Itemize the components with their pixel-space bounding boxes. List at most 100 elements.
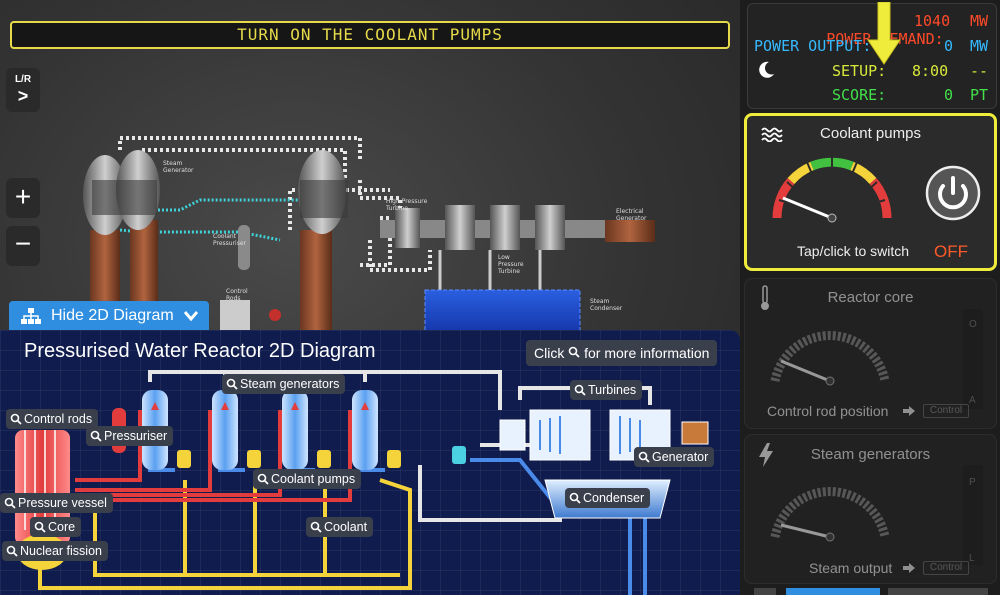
tag-label: Condenser: [583, 491, 645, 505]
steam-output-label: Steam output: [809, 560, 893, 576]
control-panel: POWER DEMAND: 1040 MW POWER OUTPUT: 0 MW…: [740, 0, 1000, 595]
score-label: SCORE:: [832, 86, 887, 104]
magnifier-icon: [4, 497, 16, 509]
tag-turbines[interactable]: Turbines: [570, 380, 643, 400]
arrow-right-icon: [903, 563, 915, 573]
chevron-right-icon: >: [17, 86, 29, 106]
coolant-pumps-card[interactable]: Coolant pumps Tap/click to switch: [744, 113, 997, 271]
power-button-icon[interactable]: [924, 164, 982, 222]
magnifier-icon: [310, 521, 322, 533]
sitemap-icon: [21, 308, 41, 324]
lr-label: L/R: [14, 74, 32, 85]
power-output-label: POWER OUTPUT:: [754, 37, 872, 55]
reactor-core-title: Reactor core: [827, 289, 914, 306]
water-waves-icon: [761, 127, 783, 142]
track-top-label: P: [969, 477, 976, 488]
coolant-pumps-hint: Tap/click to switch: [797, 243, 910, 259]
scene-label-steam-generator: Steam Generator: [163, 160, 194, 174]
instruction-banner: TURN ON THE COOLANT PUMPS: [10, 21, 730, 49]
tag-pressure-vessel[interactable]: Pressure vessel: [0, 493, 113, 513]
steam-output-control-button[interactable]: Control: [923, 561, 969, 575]
track-top-label: O: [969, 319, 977, 330]
chevron-down-icon: [183, 311, 199, 322]
power-output-unit: MW: [970, 37, 989, 55]
steam-generators-title: Steam generators: [810, 446, 931, 463]
power-output-value: 0: [944, 37, 954, 55]
control-rod-slider-track[interactable]: [963, 309, 983, 409]
moon-icon: [759, 61, 774, 78]
control-rod-position-label: Control rod position: [767, 403, 889, 419]
magnifier-icon: [257, 473, 269, 485]
tag-label: Steam generators: [240, 377, 340, 391]
hide-2d-diagram-button[interactable]: Hide 2D Diagram: [9, 301, 209, 331]
setup-unit: --: [970, 62, 989, 80]
coolant-pumps-title: Coolant pumps: [820, 125, 921, 142]
scene-label-generator: Electrical Generator: [616, 208, 647, 222]
tag-condenser[interactable]: Condenser: [565, 488, 651, 508]
diagram-schematic: [15, 370, 709, 595]
power-demand-unit: MW: [970, 12, 989, 30]
steam-generators-card[interactable]: Steam generators P L Steam output Contro…: [744, 434, 997, 584]
tag-label: Coolant pumps: [271, 472, 356, 486]
lightning-icon: [759, 443, 773, 467]
hide-2d-diagram-label: Hide 2D Diagram: [51, 307, 174, 324]
scene-label-coolant-pressuriser: Coolant Pressuriser: [213, 233, 247, 247]
tag-label: Coolant: [324, 520, 368, 534]
scene-label-lp-turbine: Low Pressure Turbine: [498, 254, 524, 275]
tag-label: Control rods: [24, 412, 93, 426]
score-unit: PT: [970, 86, 989, 104]
click-info-hint: Click for more information: [526, 340, 718, 366]
zoom-in-button[interactable]: +: [6, 178, 40, 218]
status-display: POWER DEMAND: 1040 MW POWER OUTPUT: 0 MW…: [747, 2, 997, 109]
tag-coolant-pumps[interactable]: Coolant pumps: [253, 469, 362, 489]
arrow-right-icon: [903, 406, 915, 416]
tag-nuclear-fission[interactable]: Nuclear fission: [2, 541, 108, 561]
steam-gauge: [770, 487, 890, 542]
pwr-2d-diagram: Pressurised Water Reactor 2D Diagram Cli…: [0, 330, 740, 595]
magnifier-icon: [90, 430, 102, 442]
setup-label: SETUP:: [832, 62, 887, 80]
scene-label-hp-turbine: High Pressure Turbine: [386, 198, 428, 212]
reactor-core-card[interactable]: Reactor core O A Control rod position Co…: [744, 278, 997, 429]
magnifier-icon: [574, 384, 586, 396]
coolant-gauge: [772, 156, 892, 223]
tag-coolant[interactable]: Coolant: [306, 517, 374, 537]
steam-output-slider-track[interactable]: [963, 465, 983, 565]
tag-label: Pressuriser: [104, 429, 168, 443]
control-rod-control-button[interactable]: Control: [923, 404, 969, 418]
power-demand-row: POWER DEMAND:: [754, 12, 944, 66]
scene-label-control-rods: Control Rods: [226, 288, 248, 302]
click-pre: Click: [534, 345, 565, 361]
tag-label: Generator: [652, 450, 709, 464]
track-bottom-label: A: [969, 395, 976, 406]
tag-label: Nuclear fission: [20, 544, 102, 558]
reactor-core-gauge: [770, 331, 890, 386]
tag-control-rods[interactable]: Control rods: [6, 409, 99, 429]
zoom-out-button[interactable]: −: [6, 226, 40, 266]
thermometer-icon: [761, 285, 769, 310]
power-demand-label: POWER DEMAND:: [826, 30, 944, 48]
tag-label: Core: [48, 520, 76, 534]
bottom-tabs-strip[interactable]: [740, 588, 1000, 595]
power-demand-value: 1040: [914, 12, 951, 30]
tag-pressuriser[interactable]: Pressuriser: [86, 426, 174, 446]
scene-label-condenser: Steam Condenser: [590, 298, 623, 312]
click-post: for more information: [584, 345, 710, 361]
tag-label: Turbines: [588, 383, 637, 397]
track-bottom-label: L: [969, 553, 975, 564]
coolant-pumps-state: OFF: [934, 242, 968, 261]
magnifier-icon: [10, 413, 22, 425]
setup-value: 8:00: [912, 62, 949, 80]
tag-label: Pressure vessel: [18, 496, 107, 510]
tag-steam-generators[interactable]: Steam generators: [222, 374, 346, 394]
score-value: 0: [944, 86, 954, 104]
diagram-title: Pressurised Water Reactor 2D Diagram: [24, 340, 376, 362]
magnifier-icon: [568, 346, 580, 358]
tag-generator[interactable]: Generator: [634, 447, 715, 467]
left-right-toggle-button[interactable]: L/R >: [6, 68, 40, 112]
magnifier-icon: [569, 492, 581, 504]
arrow-down-icon: [867, 2, 901, 65]
magnifier-icon: [226, 378, 238, 390]
tag-core[interactable]: Core: [30, 517, 82, 537]
plant-3d-view[interactable]: TURN ON THE COOLANT PUMPS L/R > + −: [0, 0, 740, 595]
